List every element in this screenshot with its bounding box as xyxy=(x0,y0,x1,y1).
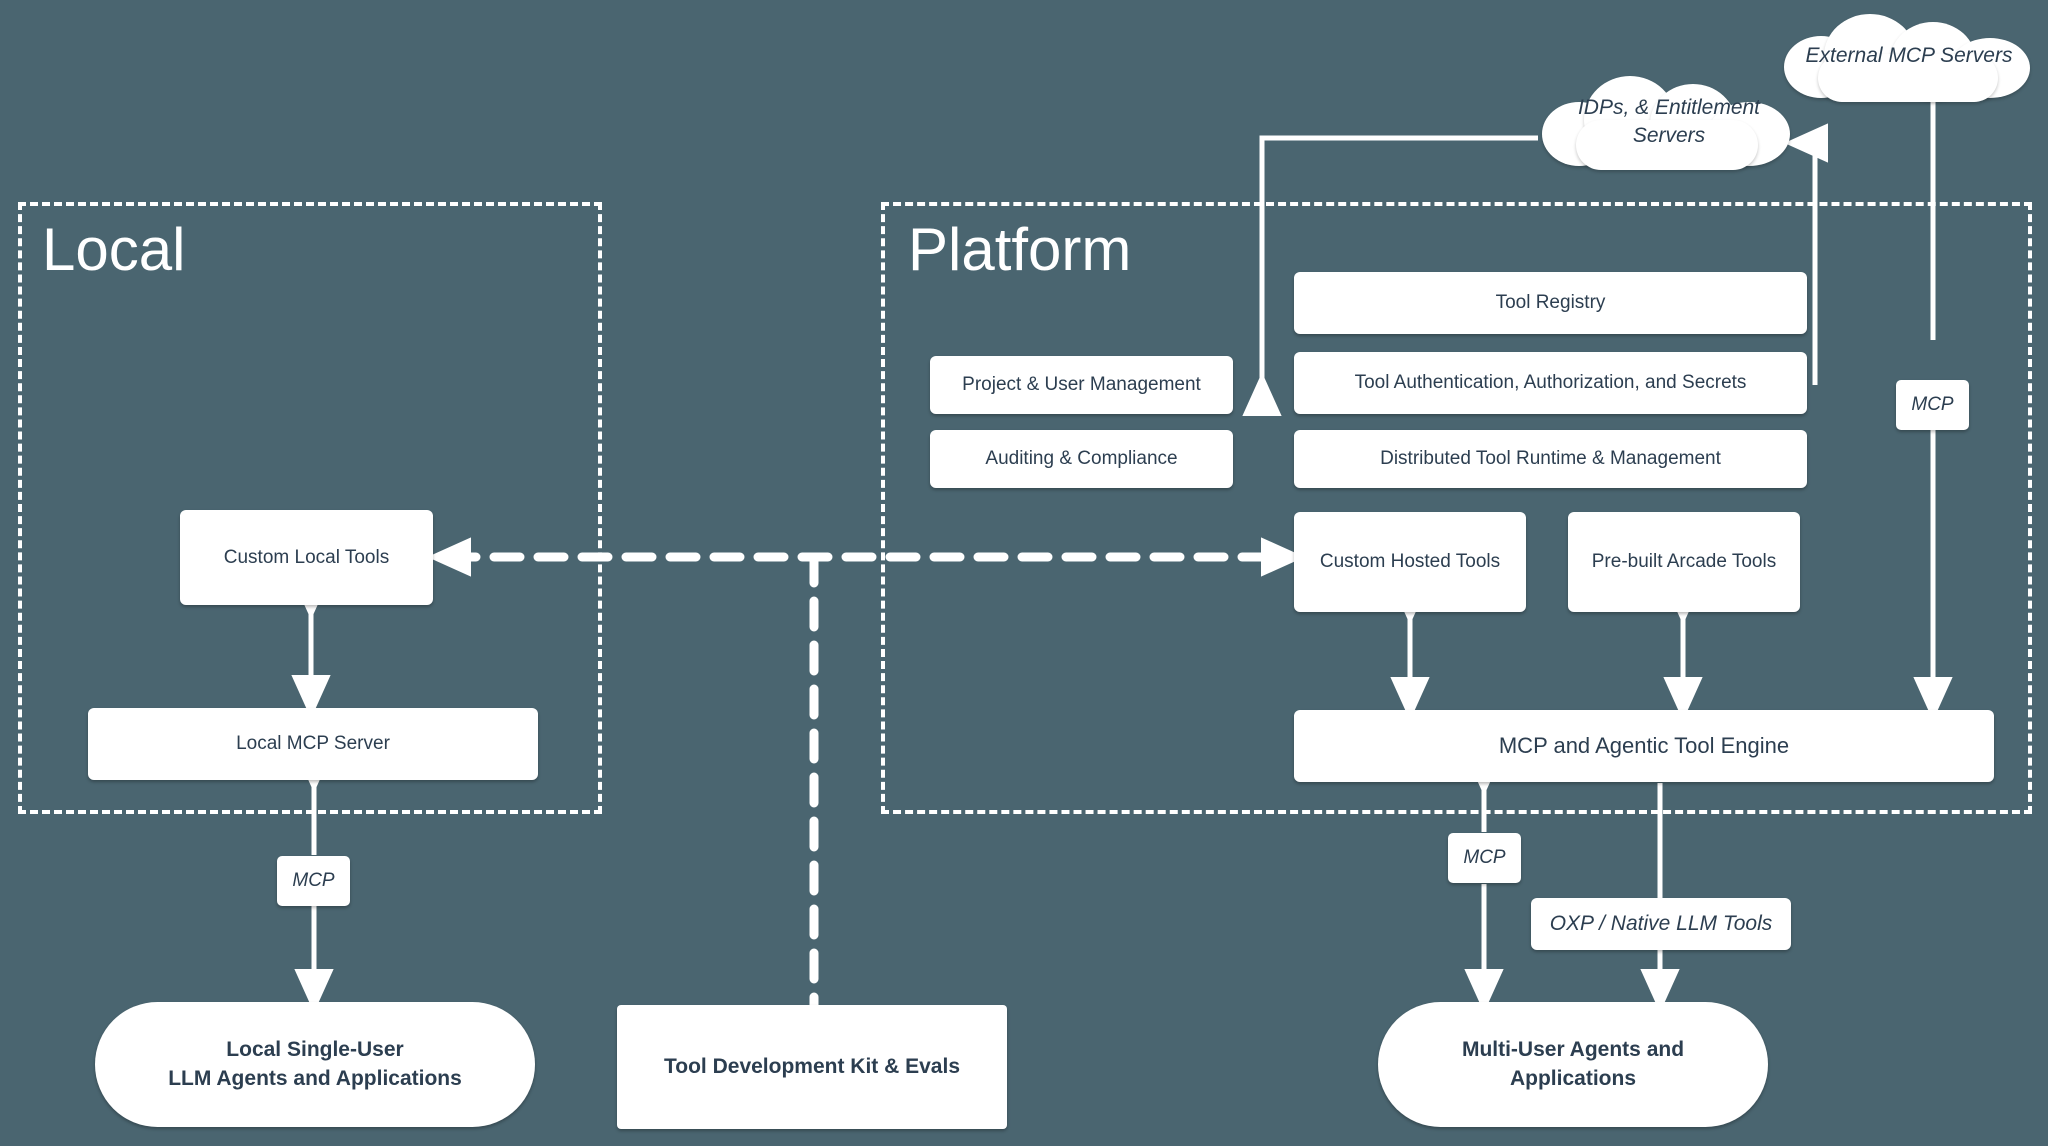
node-multi-user-agents[interactable]: Multi-User Agents and Applications xyxy=(1378,1002,1768,1127)
node-custom-local-tools[interactable]: Custom Local Tools xyxy=(180,510,433,605)
cloud-shape xyxy=(1540,72,1798,172)
node-distributed-tool-runtime[interactable]: Distributed Tool Runtime & Management xyxy=(1294,430,1807,488)
zone-platform-title: Platform xyxy=(908,216,1132,283)
zone-local xyxy=(18,202,602,814)
node-tool-registry[interactable]: Tool Registry xyxy=(1294,272,1807,334)
cloud-idps-line2: Servers xyxy=(1632,124,1706,147)
node-project-user-management[interactable]: Project & User Management xyxy=(930,356,1233,414)
badge-mcp-local: MCP xyxy=(277,856,350,906)
zone-local-title: Local xyxy=(42,216,186,283)
badge-mcp-platform: MCP xyxy=(1448,833,1521,883)
node-custom-hosted-tools[interactable]: Custom Hosted Tools xyxy=(1294,512,1526,612)
cloud-idps-line1: IDPs, & Entitlement xyxy=(1577,95,1761,119)
local-agents-line1: Local Single-User xyxy=(226,1038,404,1062)
node-tool-development-kit[interactable]: Tool Development Kit & Evals xyxy=(617,1005,1007,1129)
node-mcp-agentic-tool-engine[interactable]: MCP and Agentic Tool Engine xyxy=(1294,710,1994,782)
zone-platform xyxy=(881,202,2032,814)
cloud-idps-label: IDPs, & Entitlement Servers xyxy=(1560,94,1778,151)
node-auditing-compliance[interactable]: Auditing & Compliance xyxy=(930,430,1233,488)
node-tool-authentication[interactable]: Tool Authentication, Authorization, and … xyxy=(1294,352,1807,414)
node-local-single-user-agents[interactable]: Local Single-User LLM Agents and Applica… xyxy=(95,1002,535,1127)
multi-user-line1: Multi-User Agents and xyxy=(1461,1038,1685,1062)
badge-mcp-external: MCP xyxy=(1896,380,1969,430)
node-prebuilt-arcade-tools[interactable]: Pre-built Arcade Tools xyxy=(1568,512,1800,612)
local-agents-line2: LLM Agents and Applications xyxy=(168,1066,462,1090)
cloud-idps-entitlement-servers: IDPs, & Entitlement Servers xyxy=(1540,72,1798,172)
cloud-external-mcp-label: External MCP Servers xyxy=(1805,43,2013,67)
cloud-external-mcp-servers: External MCP Servers xyxy=(1778,10,2040,102)
cloud-shape xyxy=(1778,10,2040,102)
multi-user-line2: Applications xyxy=(1509,1066,1636,1090)
node-oxp-native-llm-tools: OXP / Native LLM Tools xyxy=(1531,898,1791,950)
node-local-mcp-server[interactable]: Local MCP Server xyxy=(88,708,538,780)
